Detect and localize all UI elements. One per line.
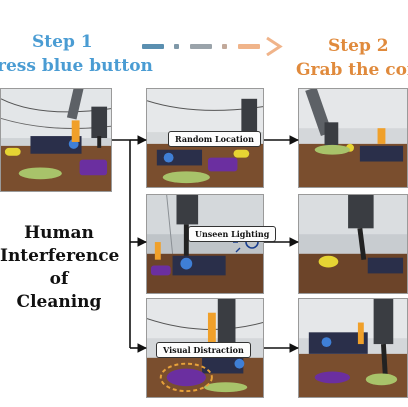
step2-subtitle: Grab the corn [296, 60, 408, 80]
tag-random-location: Random Location [168, 131, 261, 147]
human-interference-label: Human Interference of Cleaning [0, 222, 120, 314]
random-location-photo [146, 88, 264, 188]
grab-result-photo-1 [298, 88, 408, 188]
step1-robot-photo [0, 88, 112, 192]
tag-unseen-lighting: Unseen Lighting [188, 226, 277, 242]
interference-line-2: Interference [0, 246, 120, 266]
interference-line-4: Cleaning [16, 292, 102, 312]
step2-title: Step 2 [328, 36, 389, 56]
step-transition-arrow [142, 36, 283, 56]
interference-line-1: Human [24, 223, 94, 243]
step1-subtitle: ress blue button [0, 56, 153, 76]
unseen-lighting-photo [146, 194, 264, 294]
step1-title: Step 1 [32, 32, 93, 52]
grab-result-photo-3 [298, 298, 408, 398]
tag-visual-distraction: Visual Distraction [156, 342, 251, 358]
interference-line-3: of [49, 269, 69, 289]
grab-result-photo-2 [298, 194, 408, 294]
